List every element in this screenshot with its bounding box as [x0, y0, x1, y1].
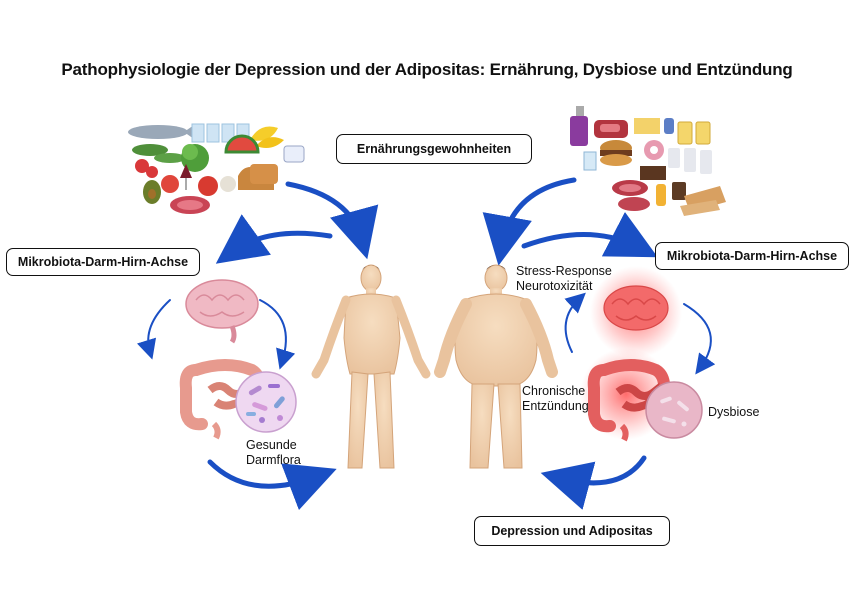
flow-arrows [136, 177, 716, 511]
unhealthy-food-cluster [570, 106, 726, 216]
stress-response-label-line1: Stress-Response [516, 264, 612, 278]
microbiota-axis-box-left: Mikrobiota-Darm-Hirn-Achse [6, 248, 200, 276]
healthy-flora-label-line2: Darmflora [246, 453, 301, 467]
nutrition-habits-box: Ernährungsgewohnheiten [336, 134, 532, 164]
chronic-inflammation-label-line1: Chronische [522, 384, 586, 398]
chronic-inflammation-label-line2: Entzündung [522, 399, 589, 413]
healthy-food-cluster [128, 123, 305, 214]
depression-obesity-box: Depression und Adipositas [474, 516, 670, 546]
healthy-flora-label: Gesunde Darmflora [246, 438, 301, 468]
dysbiosis-label: Dysbiose [708, 405, 760, 419]
diagram-title: Pathophysiologie der Depression und der … [61, 60, 793, 79]
healthy-microbiome-circle-icon [235, 371, 297, 433]
healthy-person-figure [311, 264, 431, 469]
stress-response-label-line2: Neurotoxizität [516, 279, 593, 293]
obese-person-figure [434, 264, 558, 469]
inflamed-brain-icon [590, 266, 682, 358]
microbiota-axis-box-right: Mikrobiota-Darm-Hirn-Achse [655, 242, 849, 270]
healthy-flora-label-line1: Gesunde [246, 438, 297, 452]
brain-icon [185, 279, 259, 344]
chronic-inflammation-label: Chronische Entzündung [522, 384, 589, 414]
dysbiosis-microbiome-circle-icon [645, 381, 703, 439]
stress-response-label: Stress-Response Neurotoxizität [516, 264, 612, 294]
